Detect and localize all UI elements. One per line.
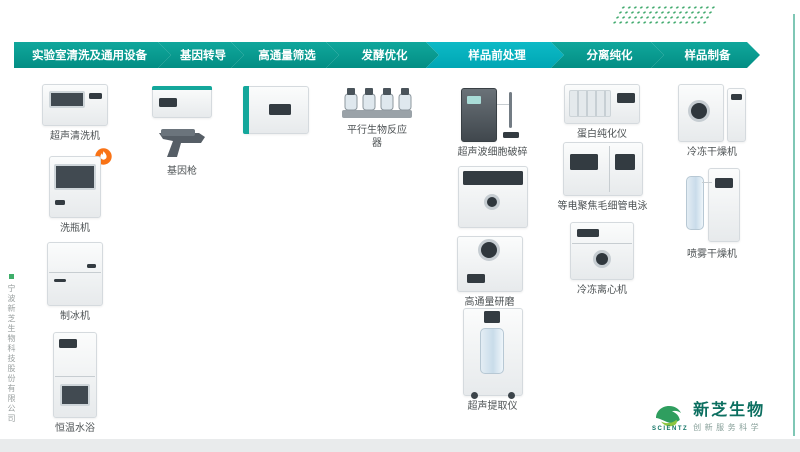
workflow-step-label: 发酵优化	[361, 50, 408, 62]
workflow-step-label: 高通量筛选	[258, 50, 316, 62]
equipment-ultrasonic-extractor: 超声提取仪	[445, 308, 540, 413]
equipment-label: 喷雾干燥机	[687, 249, 737, 260]
gene-gun-console-image	[152, 86, 212, 118]
workflow-step-sample-preparation: 样品制备	[651, 42, 760, 68]
right-edge-accent-line	[793, 14, 795, 436]
equipment-label: 冷冻干燥机	[687, 147, 737, 158]
equipment-gene-gun: 基因枪	[132, 86, 232, 178]
workflow-step-fermentation-optimization: 发酵优化	[326, 42, 439, 68]
scientz-logo: SCIENTZ 新芝生物 创新服务科学	[652, 402, 765, 433]
workflow-step-label: 实验室清洗及通用设备	[32, 50, 147, 62]
workflow-step-label: 基因转导	[180, 50, 226, 62]
equipment-ultrasonic-cleaner: 超声清洗机	[25, 84, 125, 143]
equipment-label: 蛋白纯化仪	[577, 129, 627, 140]
equipment-label: 高通量研磨	[464, 297, 515, 308]
water-bath-image	[53, 332, 97, 418]
bottle-washer-image	[49, 156, 101, 218]
workflow-step-separation-purification: 分离纯化	[551, 42, 664, 68]
gene-gun-image	[159, 129, 205, 157]
protein-purifier-image	[564, 84, 640, 124]
equipment-high-throughput-grinder: 高通量研磨	[442, 236, 537, 309]
equipment-label: 平行生物反应器	[347, 125, 407, 149]
company-name-text: 宁波新芝生物科技股份有限公司	[7, 284, 16, 424]
equipment-freeze-dryer: 冷冻干燥机	[662, 84, 762, 159]
workflow-step-high-throughput-screening: 高通量筛选	[231, 42, 339, 68]
equipment-label: 制冰机	[60, 311, 90, 322]
decorative-dots-pattern	[610, 5, 718, 25]
workflow-step-label: 分离纯化	[586, 50, 633, 62]
company-name-vertical: 宁波新芝生物科技股份有限公司	[6, 274, 17, 424]
workflow-step-label: 样品制备	[684, 50, 731, 62]
equipment-capillary-electrophoresis: 等电聚焦毛细管电泳	[550, 142, 655, 213]
equipment-label: 等电聚焦毛细管电泳	[557, 201, 648, 212]
equipment-water-bath: 恒温水浴	[25, 332, 125, 435]
brand-name-cn: 新芝生物	[693, 402, 766, 419]
scientz-logo-icon	[656, 406, 682, 427]
parallel-bioreactor-image	[340, 84, 414, 120]
equipment-label: 超声清洗机	[50, 131, 100, 142]
equipment-spray-dryer: 喷雾干燥机	[662, 166, 762, 261]
equipment-ultrasonic-cell-disruptor: 超声波细胞破碎	[445, 88, 540, 159]
ultrasonic-cleaner-image	[42, 84, 108, 126]
spray-dryer-image	[684, 166, 740, 244]
freeze-dryer-image	[678, 84, 746, 142]
equipment-label: 恒温水浴	[55, 423, 95, 434]
pretreatment-instrument-image	[457, 166, 528, 228]
workflow-step-lab-cleaning: 实验室清洗及通用设备	[14, 42, 171, 68]
equipment-bottle-washer: 洗瓶机	[25, 148, 125, 235]
footer-bar	[0, 439, 800, 452]
workflow-step-label: 样品前处理	[468, 50, 526, 62]
equipment-label: 超声提取仪	[467, 401, 518, 412]
workflow-step-sample-pretreatment: 样品前处理	[426, 42, 564, 68]
equipment-parallel-bioreactor: 平行生物反应器	[340, 84, 414, 150]
ice-maker-image	[47, 242, 103, 306]
capillary-electrophoresis-image	[562, 142, 643, 196]
ultrasonic-extractor-image	[462, 308, 523, 399]
workflow-step-gene-transduction: 基因转导	[158, 42, 244, 68]
high-throughput-grinder-image	[456, 236, 523, 292]
brand-tagline: 创新服务科学	[693, 423, 763, 433]
green-square-bullet	[9, 274, 14, 279]
equipment-label: 洗瓶机	[60, 223, 90, 234]
equipment-label: 超声波细胞破碎	[457, 147, 528, 158]
equipment-ice-maker: 制冰机	[25, 242, 125, 323]
equipment-label: 基因枪	[167, 166, 197, 177]
brand-name-en: SCIENTZ	[652, 426, 689, 432]
equipment-protein-purifier: 蛋白纯化仪	[552, 84, 652, 141]
equipment-pretreatment-instrument	[445, 166, 540, 228]
ultrasonic-cell-disruptor-image	[460, 88, 525, 142]
equipment-screening-instrument	[228, 86, 323, 134]
refrigerated-centrifuge-image	[570, 222, 634, 280]
bioreactor-bottles-graphic	[342, 88, 412, 118]
equipment-label: 冷冻离心机	[577, 285, 627, 296]
equipment-refrigerated-centrifuge: 冷冻离心机	[552, 222, 652, 297]
screening-instrument-image	[242, 86, 309, 134]
